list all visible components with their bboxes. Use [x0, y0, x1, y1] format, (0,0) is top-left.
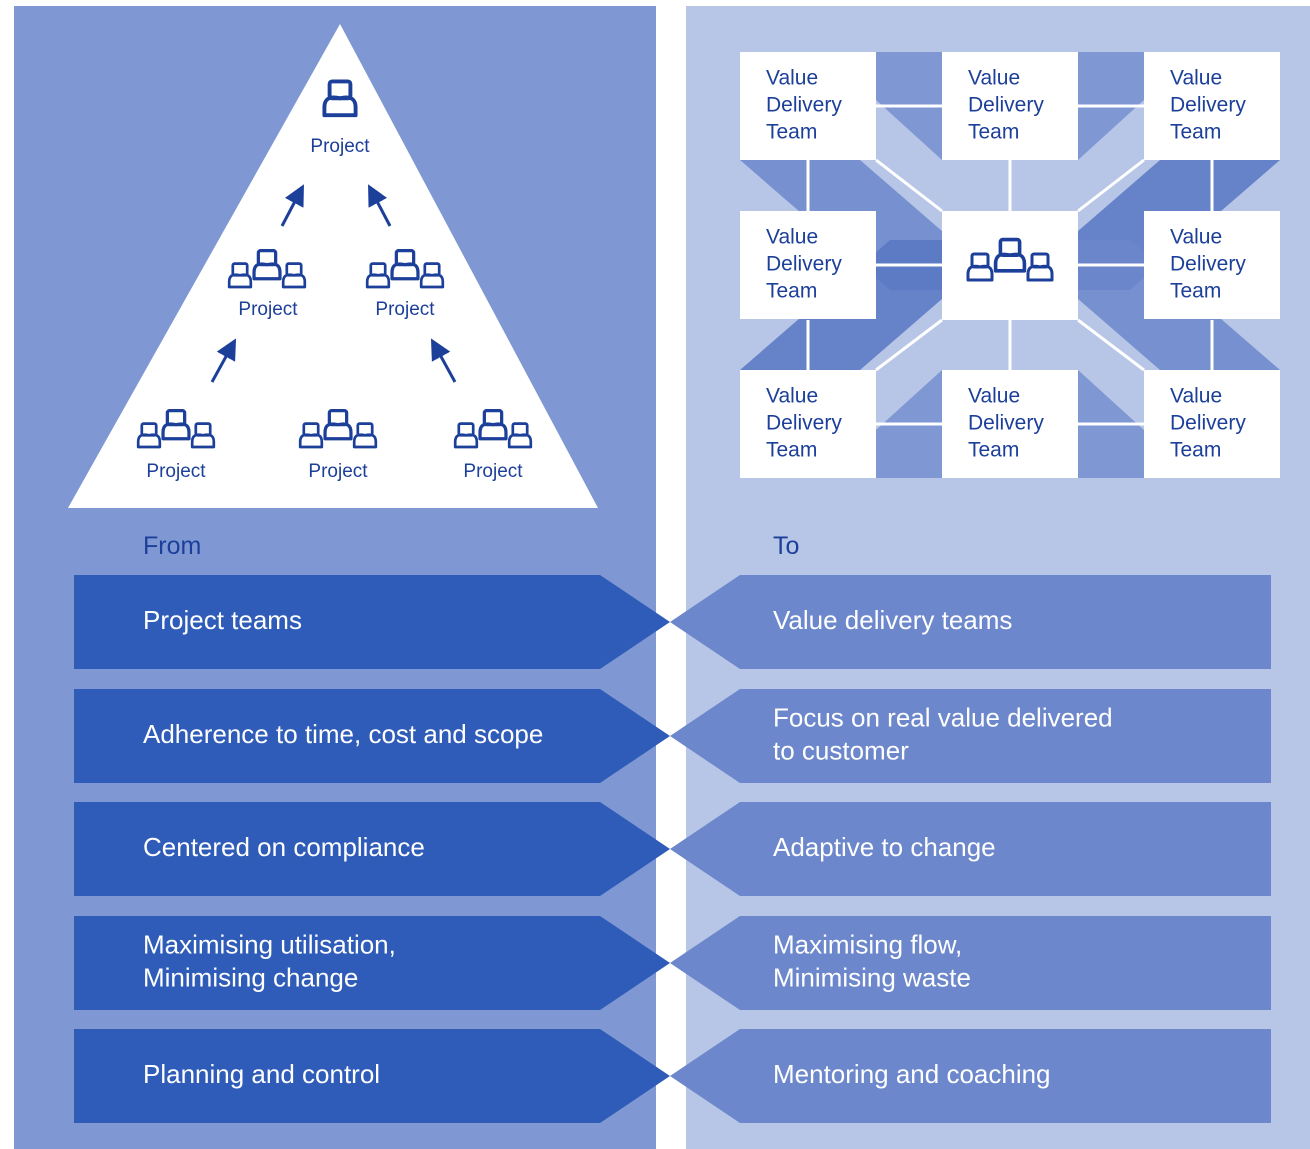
arrow-up-right-icon	[210, 338, 237, 383]
team-label-line: Value	[968, 385, 1020, 408]
project-label: Project	[463, 461, 523, 482]
network-connectors	[806, 104, 1214, 426]
comparison-rows: Project teams Value delivery teamsAdheren…	[74, 575, 1271, 1123]
bottom-project-node: Project	[138, 411, 214, 482]
arrow-up-right-icon	[280, 184, 304, 227]
team-label-line: Team	[968, 121, 1019, 144]
to-item-text: Focus on real value delivered	[773, 702, 1113, 732]
comparison-row: Maximising utilisation,Minimising change…	[74, 916, 1271, 1010]
team-label-line: Value	[1170, 67, 1222, 90]
team-label-line: Team	[1170, 280, 1221, 303]
team-box-background	[1144, 52, 1280, 160]
project-label: Project	[146, 461, 206, 482]
team-box-background	[1144, 370, 1280, 478]
team-box-background	[740, 370, 876, 478]
team-box-background	[740, 211, 876, 319]
team-label-line: Delivery	[968, 412, 1044, 435]
middle-project-node: Project	[229, 251, 305, 320]
team-label-line: Value	[766, 226, 818, 249]
arrow-up-left-icon	[368, 184, 392, 227]
project-label: Project	[310, 136, 370, 157]
team-box-background	[740, 52, 876, 160]
team-box-background	[1144, 211, 1280, 319]
from-item-text: Project teams	[143, 605, 302, 635]
to-item-text: Value delivery teams	[773, 605, 1012, 635]
from-row-shape	[74, 689, 670, 783]
center-team-box	[942, 211, 1078, 320]
to-row-shape	[670, 689, 1271, 783]
comparison-row: Centered on compliance Adaptive to change	[74, 802, 1271, 896]
project-label: Project	[308, 461, 368, 482]
to-row-shape	[670, 916, 1271, 1010]
team-box-background	[942, 370, 1078, 478]
team-label-line: Delivery	[1170, 94, 1246, 117]
project-label: Project	[238, 299, 298, 320]
team-label-line: Team	[766, 280, 817, 303]
from-row-shape	[74, 575, 670, 669]
from-item-text: Adherence to time, cost and scope	[143, 719, 543, 749]
team-label-line: Value	[1170, 226, 1222, 249]
to-item-text: to customer	[773, 735, 909, 765]
hierarchy-diagram: Project Project Project Project Project …	[68, 24, 598, 508]
to-row-shape	[670, 1029, 1271, 1123]
team-label-line: Delivery	[766, 253, 842, 276]
arrow-up-left-icon	[430, 338, 457, 383]
from-item-text: Maximising utilisation,	[143, 929, 396, 959]
to-item-text: Adaptive to change	[773, 832, 996, 862]
team-label-line: Team	[968, 439, 1019, 462]
top-project-node: Project	[310, 79, 370, 157]
project-label: Project	[375, 299, 435, 320]
bottom-project-node: Project	[300, 411, 376, 482]
team-label-line: Delivery	[1170, 253, 1246, 276]
team-label-line: Value	[1170, 385, 1222, 408]
team-label-line: Team	[766, 439, 817, 462]
from-row-shape	[74, 916, 670, 1010]
from-row-shape	[74, 802, 670, 896]
to-row-shape	[670, 802, 1271, 896]
to-row-shape	[670, 575, 1271, 669]
team-label-line: Team	[766, 121, 817, 144]
from-item-text: Minimising change	[143, 962, 358, 992]
to-item-text: Mentoring and coaching	[773, 1059, 1051, 1089]
to-header: To	[773, 532, 799, 560]
team-label-line: Delivery	[766, 94, 842, 117]
from-row-shape	[74, 1029, 670, 1123]
middle-project-node: Project	[367, 251, 443, 320]
to-item-text: Minimising waste	[773, 962, 971, 992]
team-label-line: Team	[1170, 439, 1221, 462]
team-label-line: Value	[968, 67, 1020, 90]
bottom-project-node: Project	[455, 411, 531, 482]
from-header: From	[143, 532, 201, 560]
team-label-line: Value	[766, 385, 818, 408]
to-item-text: Maximising flow,	[773, 929, 962, 959]
team-label-line: Team	[1170, 121, 1221, 144]
from-item-text: Planning and control	[143, 1059, 380, 1089]
team-label-line: Value	[766, 67, 818, 90]
comparison-row: Planning and control Mentoring and coachi…	[74, 1029, 1271, 1123]
network-diagram: ValueDeliveryTeamValueDeliveryTeamValueD…	[740, 52, 1280, 478]
comparison-row: Adherence to time, cost and scope Focus o…	[74, 689, 1271, 783]
comparison-row: Project teams Value delivery teams	[74, 575, 1271, 669]
team-label-line: Delivery	[968, 94, 1044, 117]
from-item-text: Centered on compliance	[143, 832, 425, 862]
hierarchy-triangle	[68, 24, 598, 508]
team-label-line: Delivery	[1170, 412, 1246, 435]
team-label-line: Delivery	[766, 412, 842, 435]
team-box-background	[942, 52, 1078, 160]
